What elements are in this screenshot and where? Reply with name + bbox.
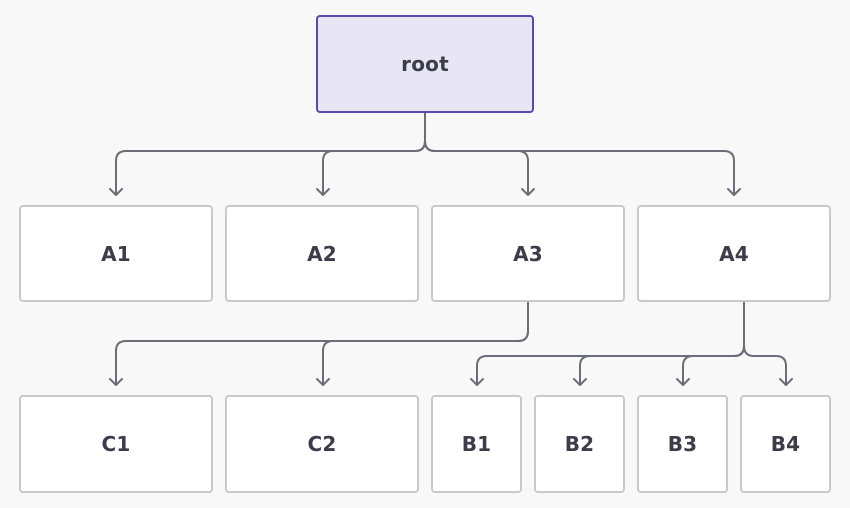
node-root-label: root	[401, 52, 449, 76]
arrowhead-b1	[470, 378, 484, 386]
edge-a4-b1	[476, 302, 745, 385]
arrowhead-b3	[676, 378, 690, 386]
node-b4: B4	[740, 395, 831, 493]
edge-a4-b4	[743, 302, 787, 385]
node-a1: A1	[19, 205, 213, 302]
node-a3-label: A3	[513, 241, 543, 266]
arrowhead-a2	[316, 188, 330, 196]
edge-root-a3	[424, 113, 529, 195]
arrowhead-c1	[109, 378, 123, 386]
node-root: root	[316, 15, 534, 113]
edge-root-a4	[424, 113, 735, 195]
node-b3-label: B3	[667, 432, 698, 456]
node-c1: C1	[19, 395, 213, 493]
node-a2: A2	[225, 205, 419, 302]
node-b4-label: B4	[770, 432, 801, 456]
node-b1-label: B1	[461, 432, 492, 456]
node-b3: B3	[637, 395, 728, 493]
node-a2-label: A2	[307, 241, 337, 266]
edge-a3-c2	[322, 302, 529, 385]
edge-root-a2	[322, 113, 426, 195]
arrowhead-a4	[727, 188, 741, 196]
arrowhead-a3	[521, 188, 535, 196]
node-b2: B2	[534, 395, 625, 493]
arrowhead-c2	[316, 378, 330, 386]
edge-a4-b2	[579, 302, 745, 385]
arrowhead-b4	[779, 378, 793, 386]
arrowhead-a1	[109, 188, 123, 196]
node-b2-label: B2	[564, 432, 595, 456]
arrowhead-b2	[573, 378, 587, 386]
node-b1: B1	[431, 395, 522, 493]
node-a4-label: A4	[719, 241, 749, 266]
edge-a4-b3	[682, 302, 745, 385]
node-a1-label: A1	[101, 241, 131, 266]
node-c2: C2	[225, 395, 419, 493]
node-c2-label: C2	[307, 432, 337, 456]
node-a4: A4	[637, 205, 831, 302]
node-c1-label: C1	[101, 432, 131, 456]
node-a3: A3	[431, 205, 625, 302]
edge-root-a1	[115, 113, 426, 195]
